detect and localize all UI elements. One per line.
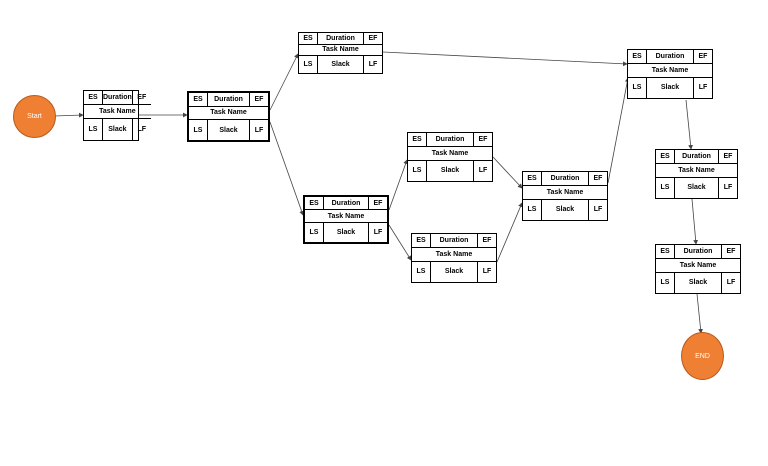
- es-label: ES: [193, 95, 203, 103]
- lf-label: LF: [478, 167, 488, 175]
- duration-label: Duration: [323, 197, 369, 210]
- ef-label: EF: [726, 247, 736, 255]
- duration-label: Duration: [674, 150, 719, 163]
- arrow-n8-to-n9: [685, 99, 693, 150]
- arrow-start-to-n1: [53, 112, 84, 118]
- es-label: ES: [309, 199, 319, 207]
- ls-label: LS: [303, 61, 313, 69]
- slack-label: Slack: [674, 272, 722, 293]
- ls-label: LS: [412, 167, 422, 175]
- task-name-label: Task Name: [210, 109, 247, 117]
- slack-label: Slack: [323, 223, 369, 242]
- arrow-n4-to-n5: [388, 159, 408, 211]
- duration-label: Duration: [674, 245, 722, 258]
- es-label: ES: [660, 152, 670, 160]
- activity-node-5: ES Duration EF Task Name LS Slack LF: [407, 132, 493, 182]
- lf-label: LF: [698, 84, 708, 92]
- ls-label: LS: [632, 84, 642, 92]
- lf-label: LF: [723, 184, 733, 192]
- slack-label: Slack: [317, 56, 364, 73]
- task-name-label: Task Name: [651, 66, 689, 74]
- lf-label: LF: [593, 206, 603, 214]
- es-label: ES: [303, 34, 313, 42]
- arrow-n2-to-n3: [269, 53, 299, 111]
- es-label: ES: [660, 247, 670, 255]
- start-node: Start: [13, 95, 56, 138]
- lf-label: LF: [368, 61, 378, 69]
- ls-label: LS: [88, 126, 98, 134]
- task-name-label: Task Name: [435, 250, 473, 258]
- es-label: ES: [416, 236, 426, 244]
- ef-label: EF: [137, 94, 147, 102]
- ef-label: EF: [593, 174, 603, 182]
- lf-label: LF: [373, 229, 383, 237]
- activity-node-9: ES Duration EF Task Name LS Slack LF: [655, 149, 738, 199]
- task-name-label: Task Name: [679, 261, 717, 269]
- duration-label: Duration: [102, 91, 133, 105]
- task-name-label: Task Name: [546, 188, 584, 196]
- ls-label: LS: [527, 206, 537, 214]
- ls-label: LS: [660, 279, 670, 287]
- slack-label: Slack: [541, 199, 589, 220]
- lf-label: LF: [254, 126, 264, 134]
- ef-label: EF: [368, 34, 378, 42]
- arrow-n9-to-n10: [691, 198, 699, 245]
- lf-label: LF: [726, 279, 736, 287]
- activity-node-8: ES Duration EF Task Name LS Slack LF: [627, 49, 713, 99]
- slack-label: Slack: [646, 77, 694, 98]
- slack-label: Slack: [102, 119, 133, 140]
- duration-label: Duration: [541, 172, 589, 185]
- ef-label: EF: [373, 199, 383, 207]
- duration-label: Duration: [317, 33, 364, 44]
- ls-label: LS: [660, 184, 670, 192]
- es-label: ES: [88, 94, 98, 102]
- task-name-label: Task Name: [327, 212, 365, 220]
- arrow-n2-to-n4: [269, 121, 304, 216]
- arrow-n4-to-n6: [388, 224, 412, 261]
- duration-label: Duration: [646, 50, 694, 63]
- activity-node-2: ES Duration EF Task Name LS Slack LF: [187, 91, 270, 142]
- activity-node-6: ES Duration EF Task Name LS Slack LF: [411, 233, 497, 283]
- slack-label: Slack: [426, 160, 474, 181]
- ef-label: EF: [478, 135, 488, 143]
- ef-label: EF: [482, 236, 492, 244]
- ef-label: EF: [254, 95, 264, 103]
- arrow-n6-to-n7: [496, 202, 523, 263]
- activity-node-1: ES Duration EF Task Name LS Slack LF: [83, 90, 151, 141]
- slack-label: Slack: [207, 120, 250, 140]
- duration-label: Duration: [207, 93, 250, 106]
- duration-label: Duration: [426, 133, 474, 146]
- lf-label: LF: [482, 268, 492, 276]
- arrow-n3-to-n8: [382, 51, 628, 67]
- ef-label: EF: [723, 152, 733, 160]
- lf-label: LF: [137, 126, 147, 134]
- ls-label: LS: [193, 126, 203, 134]
- activity-node-7: ES Duration EF Task Name LS Slack LF: [522, 171, 608, 221]
- duration-label: Duration: [430, 234, 478, 247]
- arrow-n10-to-end: [696, 293, 703, 334]
- activity-node-4: ES Duration EF Task Name LS Slack LF: [303, 195, 389, 244]
- es-label: ES: [527, 174, 537, 182]
- ef-label: EF: [698, 52, 708, 60]
- es-label: ES: [632, 52, 642, 60]
- task-name-label: Task Name: [99, 108, 136, 116]
- activity-node-3: ES Duration EF Task Name LS Slack LF: [298, 32, 383, 74]
- activity-node-10: ES Duration EF Task Name LS Slack LF: [655, 244, 741, 294]
- ls-label: LS: [309, 229, 319, 237]
- task-name-label: Task Name: [431, 149, 469, 157]
- slack-label: Slack: [430, 261, 478, 282]
- es-label: ES: [412, 135, 422, 143]
- arrow-n5-to-n7: [492, 156, 523, 189]
- task-name-label: Task Name: [678, 166, 715, 174]
- arrow-n7-to-n8: [607, 77, 630, 184]
- ls-label: LS: [416, 268, 426, 276]
- end-node: END: [681, 332, 724, 380]
- task-name-label: Task Name: [322, 46, 359, 54]
- slack-label: Slack: [674, 177, 719, 198]
